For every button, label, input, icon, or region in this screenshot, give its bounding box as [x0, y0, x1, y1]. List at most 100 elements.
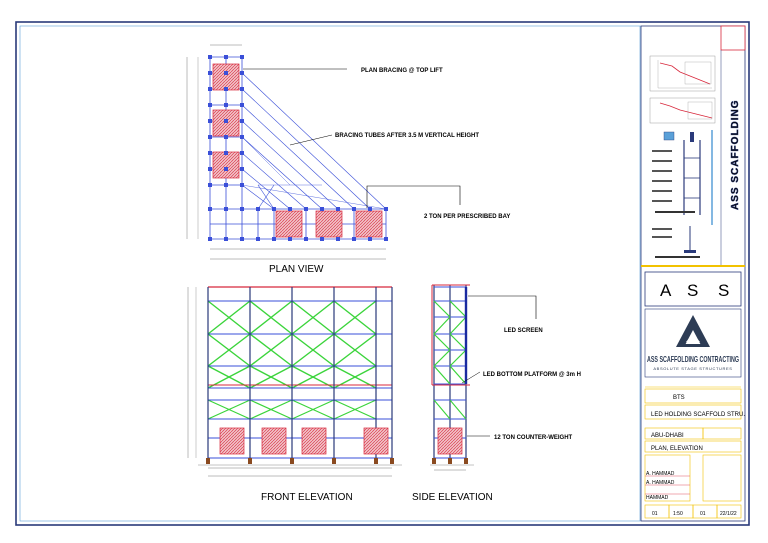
label-counterweight: 12 TON COUNTER-WEIGHT — [494, 435, 573, 441]
counterweight-block — [363, 427, 389, 455]
counterweight-block — [212, 63, 240, 91]
plan-view-title: PLAN VIEW — [269, 264, 324, 275]
node — [336, 207, 340, 211]
front-brace — [291, 399, 335, 420]
leader-line — [461, 371, 481, 384]
revision-value: 01 — [700, 511, 706, 517]
node — [240, 55, 244, 59]
leader-line — [366, 185, 461, 208]
side-brace — [433, 300, 451, 318]
node — [256, 207, 260, 211]
vertical-brand: ASS SCAFFOLDING — [730, 99, 741, 210]
plan-brace — [257, 184, 275, 210]
node — [240, 237, 244, 241]
front-elevation-title: FRONT ELEVATION — [261, 492, 353, 503]
side-brace — [433, 365, 451, 385]
side-elevation-title: SIDE ELEVATION — [412, 492, 493, 503]
base-jack — [206, 458, 210, 464]
label-platform: LED BOTTOM PLATFORM @ 3m H — [483, 372, 581, 378]
front-brace — [249, 399, 293, 420]
leader-line — [289, 134, 333, 146]
node — [240, 119, 244, 123]
node — [368, 207, 372, 211]
base-jack — [448, 458, 452, 464]
counterweight-block — [212, 151, 240, 179]
corner-box — [720, 25, 746, 51]
front-brace — [333, 333, 377, 367]
company-tagline: ABSOLUTE STAGE STRUCTURES — [653, 366, 732, 371]
plan-brace — [241, 136, 291, 186]
label-led-screen: LED SCREEN — [504, 328, 543, 334]
plan-brace — [241, 72, 387, 210]
side-brace — [433, 333, 451, 351]
front-brace — [291, 333, 335, 367]
node — [240, 103, 244, 107]
client-value: BTS — [673, 395, 685, 401]
front-brace — [333, 399, 377, 420]
detail-standard — [652, 130, 713, 258]
project-value: LED HOLDING SCAFFOLD STRU. — [651, 412, 745, 418]
node — [224, 119, 228, 123]
node — [352, 237, 356, 241]
node — [320, 237, 324, 241]
front-brace — [207, 300, 251, 335]
base-jack — [464, 458, 468, 464]
node — [272, 207, 276, 211]
counterweight-block — [355, 210, 383, 238]
node — [288, 207, 292, 211]
base-jack — [248, 458, 252, 464]
node — [224, 151, 228, 155]
base-jack — [332, 458, 336, 464]
side-brace — [449, 300, 467, 318]
node — [240, 151, 244, 155]
node — [208, 55, 212, 59]
node — [208, 183, 212, 187]
letter-a: A — [660, 281, 672, 300]
base-jack — [432, 458, 436, 464]
node — [208, 87, 212, 91]
node — [224, 183, 228, 187]
node — [208, 167, 212, 171]
label-bracing-tubes: BRACING TUBES AFTER 3.5 M VERTICAL HEIGH… — [335, 133, 479, 139]
plan-brace — [241, 184, 387, 210]
drawing-value: PLAN, ELEVATION — [651, 446, 703, 452]
base-jack — [290, 458, 294, 464]
node — [208, 151, 212, 155]
node — [240, 183, 244, 187]
name-value: HAMMAD — [646, 495, 669, 501]
node — [224, 87, 228, 91]
node — [288, 237, 292, 241]
plan-brace — [241, 184, 275, 210]
node — [384, 207, 388, 211]
label-bracing-top: PLAN BRACING @ TOP LIFT — [361, 68, 443, 74]
node — [224, 135, 228, 139]
letter-s: S — [687, 281, 698, 300]
node — [224, 207, 228, 211]
node — [320, 207, 324, 211]
node — [240, 135, 244, 139]
node — [208, 237, 212, 241]
side-brace — [449, 349, 467, 367]
plan-brace — [241, 104, 355, 210]
front-brace — [249, 333, 293, 367]
node — [208, 71, 212, 75]
node — [272, 237, 276, 241]
counterweight-block — [437, 427, 463, 455]
name-value: A. HAMMAD — [646, 471, 675, 477]
front-brace — [333, 300, 377, 335]
plan-brace — [241, 88, 371, 210]
node — [240, 207, 244, 211]
location-value: ABU-DHABI — [651, 433, 684, 439]
side-brace — [433, 349, 451, 367]
node — [208, 119, 212, 123]
front-brace — [207, 333, 251, 367]
node — [208, 135, 212, 139]
node — [240, 87, 244, 91]
side-brace — [449, 333, 467, 351]
node — [208, 207, 212, 211]
node — [224, 103, 228, 107]
node — [224, 71, 228, 75]
drawing-frame — [19, 25, 641, 522]
title-block-fields: BTS LED HOLDING SCAFFOLD STRU. ABU-DHABI… — [644, 386, 745, 519]
plan-brace — [241, 120, 339, 210]
